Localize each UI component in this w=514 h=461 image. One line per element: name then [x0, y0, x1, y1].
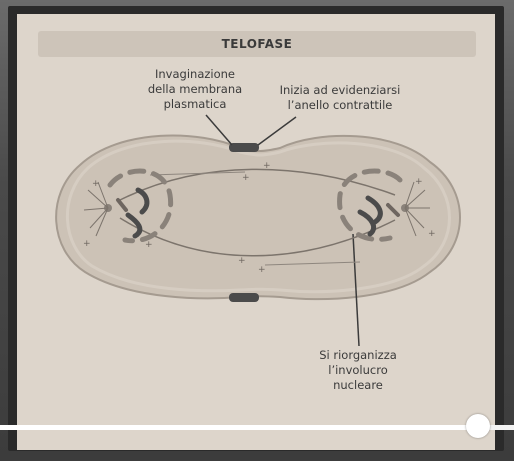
chromosome-right-1: [365, 195, 383, 225]
aster-right: [401, 181, 430, 237]
pointer-line-involucro: [352, 233, 360, 347]
aster-left: [83, 181, 112, 237]
cell-membrane-inner-shadow: [66, 139, 451, 294]
chromosome-left-1: [135, 187, 150, 215]
progress-bar[interactable]: [0, 425, 514, 430]
svg-text:+: +: [242, 173, 250, 183]
chromosome-left-3: [116, 198, 128, 212]
plus-marks: + + + + + + + + +: [83, 161, 436, 275]
chromosome-right-2: [357, 209, 377, 237]
label-anello-line-1: Inizia ad evidenziarsi: [279, 83, 401, 97]
progress-bar-fill: [0, 425, 478, 430]
label-invaginazione-line-3: plasmatica: [163, 97, 227, 111]
chromosome-right-3: [386, 203, 400, 217]
spindle-fiber-mid-2: [264, 261, 361, 266]
nuclear-envelope-right: [337, 168, 403, 242]
svg-text:+: +: [258, 265, 266, 275]
spindle-fiber-mid-1: [149, 171, 246, 176]
svg-text:+: +: [428, 229, 436, 239]
label-involucro-line-3: nucleare: [333, 378, 383, 392]
chromosome-left-2: [125, 212, 143, 239]
contractile-ring-top: [229, 143, 259, 152]
progress-scrubber-handle[interactable]: [466, 414, 490, 438]
svg-text:+: +: [145, 240, 153, 250]
slide-title: TELOFASE: [38, 31, 476, 57]
label-involucro-line-1: Si riorganizza: [319, 348, 397, 362]
spindle-fiber-top: [119, 168, 396, 201]
svg-text:+: +: [263, 161, 271, 171]
label-anello-line-2: l’anello contrattile: [287, 98, 393, 112]
nuclear-envelope-left: [107, 168, 174, 244]
contractile-ring-bottom: [229, 293, 259, 302]
svg-text:+: +: [415, 177, 423, 187]
label-invaginazione-line-2: della membrana: [147, 82, 243, 96]
label-invaginazione-line-1: Invaginazione: [155, 67, 235, 81]
label-involucro-nucleare: Si riorganizza l’involucro nucleare: [302, 348, 414, 393]
label-invaginazione: Invaginazione della membrana plasmatica: [124, 67, 266, 112]
svg-text:+: +: [238, 256, 246, 266]
pointer-line-invaginazione: [205, 114, 233, 146]
label-involucro-line-2: l’involucro: [328, 363, 388, 377]
svg-text:+: +: [92, 179, 100, 189]
label-anello-contrattile: Inizia ad evidenziarsi l’anello contratt…: [250, 83, 430, 113]
pointer-line-anello: [257, 116, 297, 146]
svg-text:+: +: [83, 239, 91, 249]
